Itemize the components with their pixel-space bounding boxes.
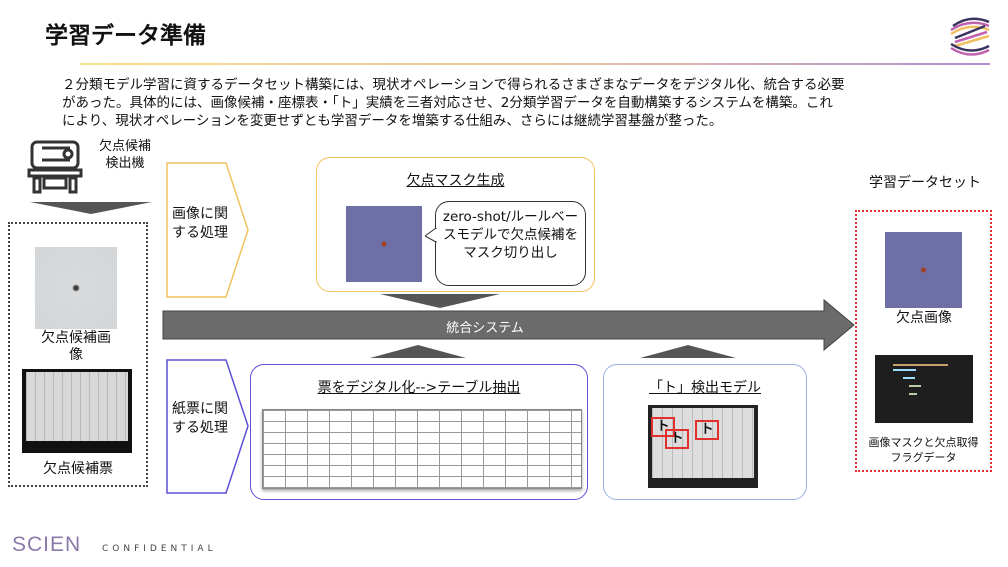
flag-json-code-image	[875, 355, 973, 423]
up-arrow-icon	[370, 345, 466, 358]
image-process-chevron	[166, 162, 249, 298]
up-arrow-icon	[640, 345, 736, 358]
machine-label: 欠点候補検出機	[98, 139, 151, 171]
mask-generation-box: 欠点マスク生成 zero-shot/ルールベースモデルで欠点候補をマスク切り出し	[316, 157, 595, 292]
paper-process-chevron	[166, 359, 249, 494]
form-label: 欠点候補票	[43, 461, 113, 477]
detection-box: ト	[695, 420, 719, 440]
down-arrow-icon	[30, 202, 152, 214]
table-extraction-box: 票をデジタル化-->テーブル抽出	[250, 364, 588, 500]
inspection-machine-icon	[27, 140, 83, 194]
defect-form-image	[22, 369, 132, 453]
title-divider	[80, 63, 990, 65]
extracted-table-image	[262, 409, 582, 489]
detection-result-image: ト ト ト	[648, 405, 758, 488]
down-arrow-icon	[380, 294, 500, 308]
scien-logo-icon	[950, 17, 990, 56]
dataset-box	[855, 210, 992, 472]
dataset-title: 学習データセット	[869, 175, 981, 191]
paper-process-label: 紙票に関する処理	[172, 401, 228, 436]
detection-model-box: 「ト」検出モデル ト ト ト	[603, 364, 807, 500]
confidential-label: CONFIDENTIAL	[102, 544, 217, 554]
intro-line: があった。具体的には、画像候補・座標表・「ト」実績を三者対応させ、2分類学習デー…	[62, 95, 833, 111]
intro-line: ２分類モデル学習に資するデータセット構築には、現状オペレーションで得られるさまざ…	[62, 77, 845, 93]
table-extraction-title: 票をデジタル化-->テーブル抽出	[317, 380, 521, 396]
detection-model-title: 「ト」検出モデル	[649, 380, 761, 396]
source-data-box	[8, 222, 148, 487]
image-process-label: 画像に関する処理	[172, 206, 228, 241]
bubble-tail	[425, 228, 437, 243]
mask-image	[346, 206, 422, 282]
image-label: 欠点候補画像	[41, 330, 111, 363]
detection-box: ト	[665, 429, 689, 449]
mask-generation-title: 欠点マスク生成	[406, 173, 505, 189]
defect-candidate-image	[35, 247, 117, 329]
defect-mask-image	[885, 232, 962, 308]
page-title: 学習データ準備	[45, 23, 206, 49]
integration-system-arrow	[162, 298, 855, 352]
dataset-caption: 画像マスクと欠点取得フラグデータ	[868, 436, 979, 464]
method-speech-bubble: zero-shot/ルールベースモデルで欠点候補をマスク切り出し	[435, 201, 586, 286]
brand-logo: SCIEN	[12, 533, 82, 556]
integration-label: 統合システム	[446, 321, 524, 336]
intro-line: により、現状オペレーションを変更せずとも学習データを増築する仕組み、さらには継続…	[62, 113, 723, 129]
dataset-image-label: 欠点画像	[896, 310, 952, 326]
intro-paragraph: ２分類モデル学習に資するデータセット構築には、現状オペレーションで得られるさまざ…	[62, 76, 962, 130]
